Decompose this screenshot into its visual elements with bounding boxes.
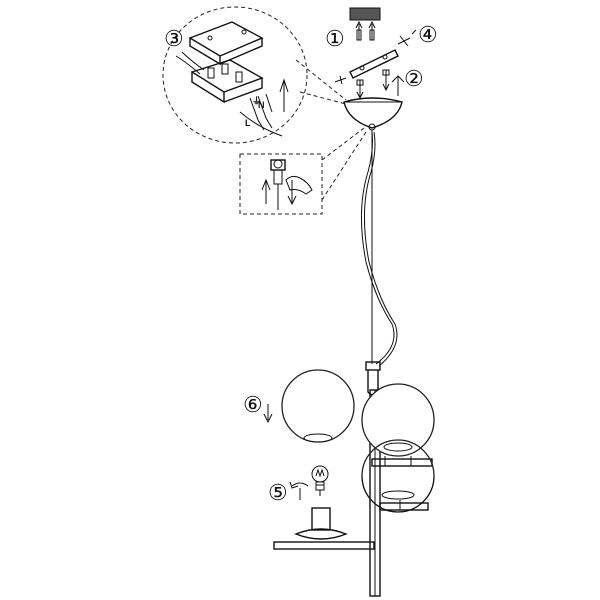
arm-lower (379, 500, 429, 511)
junction-box-callout (162, 6, 308, 144)
wire-label-live: L (245, 118, 251, 128)
cable-gripper (270, 159, 286, 210)
glass-globe-top (361, 383, 435, 457)
hand-icon (285, 175, 313, 195)
screw-anchor-icon (368, 20, 376, 41)
pull-cable-arrow-icon (261, 178, 297, 206)
cable-adjuster-callout (239, 153, 323, 215)
up-arrow-icon (391, 75, 405, 96)
down-arrow-icon (263, 404, 273, 424)
arm-bottom (273, 541, 375, 550)
bolt-icon (382, 69, 390, 92)
rotate-arrow-icon (289, 481, 309, 500)
step-5-label: ⑤ (268, 480, 288, 505)
junction-box (175, 21, 264, 104)
lamp-socket (294, 507, 348, 540)
mounting-bracket (349, 49, 399, 79)
wire-label-neutral: N (258, 100, 265, 110)
bolt-icon (356, 79, 364, 100)
step-4-label: ④ (418, 22, 438, 47)
light-bulb-icon (311, 465, 329, 496)
wire-leads (239, 93, 283, 137)
screwdriver-icon (397, 29, 417, 47)
arm-middle (371, 456, 433, 467)
ceiling-block (349, 7, 381, 21)
step-2-label: ② (404, 66, 424, 91)
ceiling-mount-assembly (334, 7, 417, 100)
ceiling-canopy (343, 97, 403, 129)
side-screw-icon (334, 75, 347, 85)
wire-label-earth: ⏚ (252, 96, 261, 106)
screw-anchor-icon (355, 20, 363, 41)
wire-arrow-icon (279, 78, 289, 112)
glass-globe-detached (281, 369, 355, 443)
step-6-label: ⑥ (243, 392, 263, 417)
step-3-label: ③ (164, 26, 184, 51)
step-1-label: ① (325, 26, 345, 51)
power-cord (361, 131, 395, 365)
